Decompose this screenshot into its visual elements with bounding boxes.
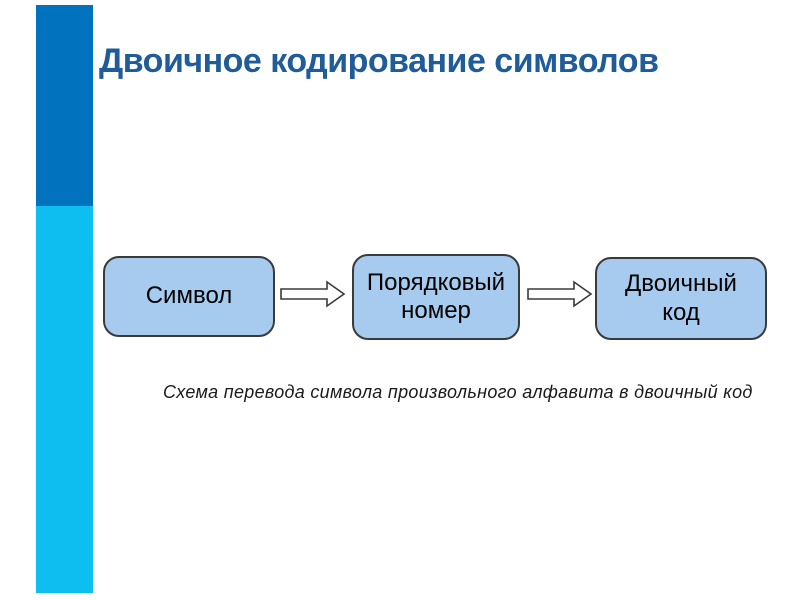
arrow-right-icon [280,280,346,308]
flow-box-symbol: Символ [103,256,275,337]
diagram-caption: Схема перевода символа произвольного алф… [163,382,753,402]
slide-title: Двоичное кодирование символов [99,42,659,80]
sidebar-accent-bottom-segment [36,206,93,593]
flow-box-binary-code: Двоичный код [595,257,767,340]
sidebar-accent-top-segment [36,5,93,206]
flow-box-ordinal-number: Порядковый номер [352,254,520,340]
arrow-right-icon [527,280,593,308]
